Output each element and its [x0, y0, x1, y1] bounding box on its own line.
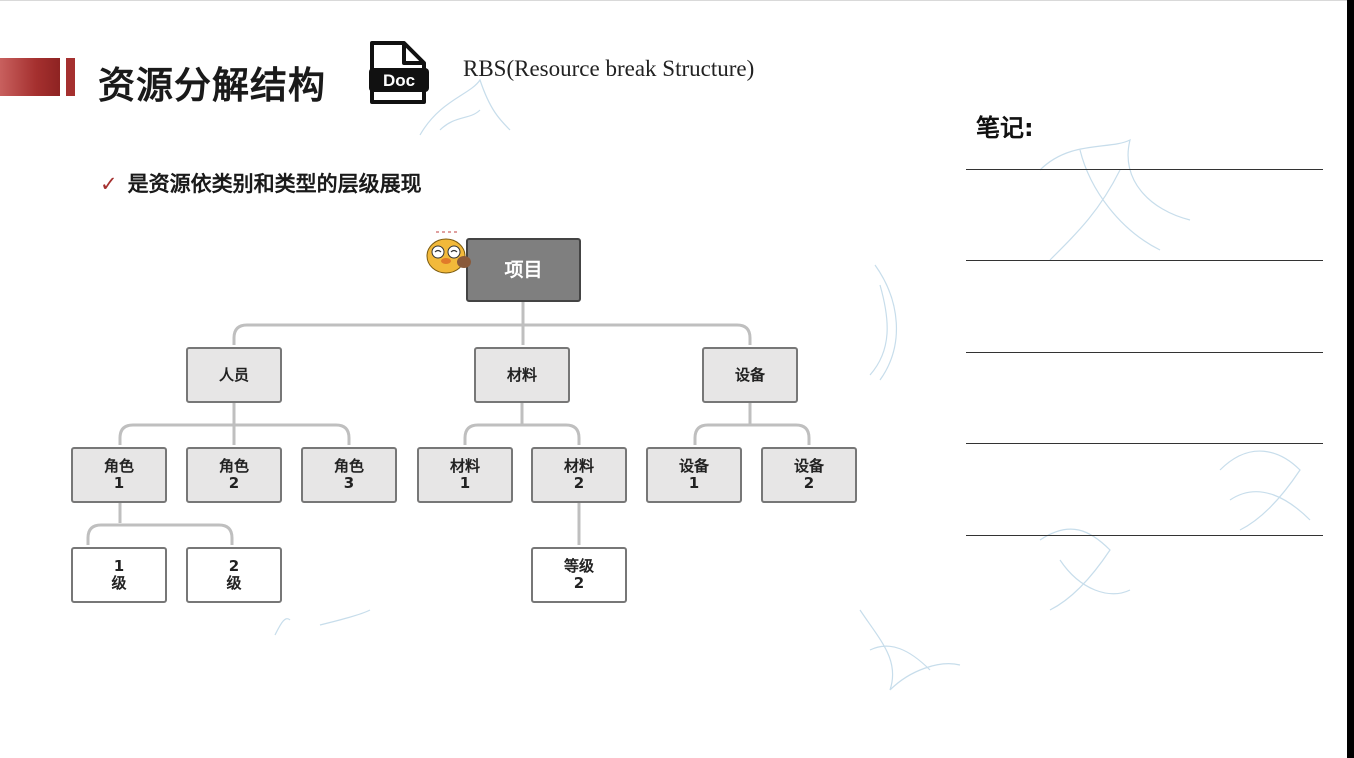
note-line[interactable] [966, 535, 1323, 536]
checkmark-icon: ✓ [100, 172, 118, 196]
top-border [0, 0, 1354, 1]
notes-label: 笔记: [976, 114, 1034, 142]
tree-node-material-1[interactable]: 材料 1 [417, 447, 513, 503]
tree-node-root[interactable]: 项目 [466, 238, 581, 302]
tree-node-grade-2[interactable]: 等级 2 [531, 547, 627, 603]
doc-file-icon[interactable]: Doc [366, 40, 432, 106]
tree-node-role-2[interactable]: 角色 2 [186, 447, 282, 503]
tree-node-equipment[interactable]: 设备 [702, 347, 798, 403]
bullet-text: 是资源依类别和类型的层级展现 [127, 172, 422, 196]
note-line[interactable] [966, 443, 1323, 444]
right-edge-bar [1347, 0, 1354, 758]
doc-icon-label: Doc [383, 71, 415, 90]
duck-mascot-sticker [424, 224, 474, 276]
tree-node-material-2[interactable]: 材料 2 [531, 447, 627, 503]
page-title: 资源分解结构 [98, 64, 326, 107]
tree-node-role-3[interactable]: 角色 3 [301, 447, 397, 503]
rbs-subtitle: RBS(Resource break Structure) [463, 56, 755, 81]
connector [118, 423, 351, 445]
note-line[interactable] [966, 260, 1323, 261]
bullet-point: ✓ 是资源依类别和类型的层级展现 [100, 168, 422, 198]
tree-node-materials[interactable]: 材料 [474, 347, 570, 403]
title-accent-stripe [66, 58, 75, 96]
tree-node-role-1[interactable]: 角色 1 [71, 447, 167, 503]
tree-node-level-1[interactable]: 1 级 [71, 547, 167, 603]
tree-node-personnel[interactable]: 人员 [186, 347, 282, 403]
connector [463, 403, 581, 445]
tree-node-level-2[interactable]: 2 级 [186, 547, 282, 603]
connector [232, 323, 752, 345]
note-line[interactable] [966, 352, 1323, 353]
connector [86, 503, 234, 545]
tree-node-equipment-2[interactable]: 设备 2 [761, 447, 857, 503]
note-line[interactable] [966, 169, 1323, 170]
tree-node-equipment-1[interactable]: 设备 1 [646, 447, 742, 503]
connector [693, 403, 811, 445]
title-accent-bar [0, 58, 60, 96]
